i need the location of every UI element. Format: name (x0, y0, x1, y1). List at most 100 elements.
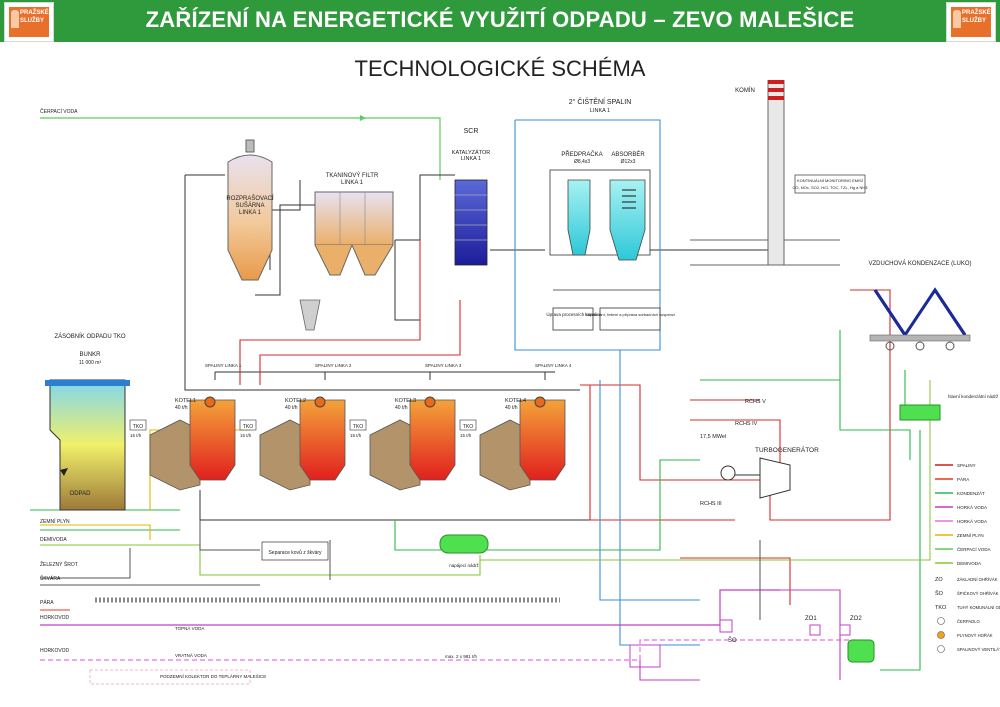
inlet-labels: ČERPACÍ VODA ZEMNÍ PLYN DEMIVODA ŽELEZNÝ… (40, 108, 478, 685)
spray-dryer: ROZPRAŠOVACÍ SUŠÁRNA LINKA 1 (226, 139, 274, 281)
process-water-label: Úprava procesních kapalin (546, 311, 600, 317)
legend-symbol: ŠO (935, 590, 944, 597)
legend-symbol-label: TUHÝ KOMUNÁLNÍ ODPAD (957, 605, 1000, 610)
feedwater-label: napájecí nádrž (449, 563, 479, 568)
inlet-natural-gas: ZEMNÍ PLYN (40, 518, 70, 525)
air-condenser: VZDUCHOVÁ KONDENZACE (LUKO) hlavní konde… (868, 260, 999, 421)
separator-label: Separace kovů z škváry (268, 549, 322, 556)
legend-symbol-label: SPALINOVÝ VENTILÁTOR (957, 647, 1000, 652)
legend-symbol: TKO (935, 605, 947, 611)
fabric-filter: TKANINOVÝ FILTR LINKA 1 (299, 172, 394, 331)
boiler-2-name: KOTEL2 (285, 398, 306, 404)
page-title: ZAŘÍZENÍ NA ENERGETICKÉ VYUŽITÍ ODPADU –… (145, 7, 855, 32)
boiler-4-flow: 40 t/h (505, 405, 518, 411)
sorbent-label: Skladování, řešení a příprava sorbačních… (585, 312, 676, 317)
boiler-4-lines: SPALINY LINKA 4 (535, 363, 572, 368)
legend-symbol-label: ZÁKLADNÍ OHŘÍVÁK (957, 577, 998, 582)
chimney: KOMÍN KONTINUÁLNÍ MONITORING EMISÍ CO, N… (735, 80, 869, 266)
legend-symbol-icon (937, 617, 945, 625)
bunker-label: BUNKR (79, 352, 101, 358)
absorber-size: Ø12x3 (621, 159, 636, 165)
legend-label: DEMIVODA (957, 561, 981, 566)
zo1-label: ZO1 (805, 616, 817, 622)
turbine-power: 17,5 MWel (700, 434, 726, 440)
boiler-3: KOTEL3 40 t/h SPALINY LINKA 3 TKO 15 t/h (349, 363, 462, 491)
legend-label: KONDENZÁT (957, 490, 985, 496)
boiler-2-tko: TKO (243, 424, 253, 430)
flow-label: max. 2 x 981 t/h (445, 654, 478, 659)
monitoring-label: KONTINUÁLNÍ MONITORING EMISÍ (797, 178, 864, 183)
bunker-volume: 11 000 m³ (79, 360, 101, 366)
boiler-3-flow: 40 t/h (395, 405, 408, 411)
boiler-1-flow: 40 t/h (175, 405, 188, 411)
legend-label: HORKÁ VODA (957, 504, 987, 510)
inlet-demi-water: DEMIVODA (40, 537, 67, 543)
turbine-label: TURBOGENERÁTOR (755, 445, 819, 454)
legend-symbol-label: ŠPIČKOVÝ OHŘÍVÁK (957, 591, 999, 596)
waste-bunker: ZÁSOBNÍK ODPADU TKO BUNKR 11 000 m³ ODPA… (45, 333, 130, 511)
bunker-title: ZÁSOBNÍK ODPADU TKO (54, 333, 125, 340)
legend-label: ČERPACÍ VODA (957, 546, 991, 552)
tunnel-label: PODZEMNÍ KOLEKTOR DO TEPLÁRNY MALEŠICE (160, 673, 266, 679)
dryer-label-1: ROZPRAŠOVACÍ (226, 195, 274, 202)
rchs3-label: RCHS III (700, 501, 722, 507)
rchs4-label: RCHS IV (735, 421, 758, 427)
boiler-1-tko: TKO (133, 424, 143, 430)
boiler-3-name: KOTEL3 (395, 398, 416, 404)
outlet-hot-water-1: HORKOVOD (40, 615, 70, 621)
condensate-tank-2 (847, 639, 875, 663)
boiler-1-name: KOTEL1 (175, 398, 196, 404)
feedwater-tank (439, 534, 489, 554)
outlet-scrap: ŽELEZNÝ ŠROT (40, 560, 78, 568)
legend-symbol-icon (937, 645, 945, 653)
boiler-4-tko-flow: 15 t/h (460, 433, 472, 438)
boiler-1: KOTEL1 40 t/h SPALINY LINKA 1 TKO 15 t/h (129, 363, 242, 491)
boiler-4: KOTEL4 40 t/h SPALINY LINKA 4 TKO 15 t/h (459, 363, 572, 491)
boiler-2-flow: 40 t/h (285, 405, 298, 411)
outlet-slag: ŠKVÁRA (40, 575, 61, 582)
outlet-steam: PÁRA (40, 599, 54, 606)
cleaning-label-1: 2° ČIŠTĚNÍ SPALIN (569, 97, 632, 106)
hot-return-label: VRATNÁ VODA (175, 652, 207, 658)
prescrubber-label: PŘEDPRAČKA (561, 150, 602, 158)
legend-symbol: ZO (935, 577, 943, 583)
separator-box (261, 541, 329, 561)
legend-label: ZEMNÍ PLYN (957, 532, 984, 538)
cleaning-label-2: LINKA 1 (590, 108, 610, 114)
chimney-label: KOMÍN (735, 87, 755, 94)
boiler-1-lines: SPALINY LINKA 1 (205, 363, 242, 368)
legend-symbol-label: ČERPADLO (957, 619, 980, 624)
boiler-2-tko-flow: 15 t/h (240, 433, 252, 438)
outlet-hot-water-2: HORKOVOD (40, 648, 70, 654)
scr-label-1: SCR (464, 128, 479, 135)
boiler-2: KOTEL2 40 t/h SPALINY LINKA 2 TKO 15 t/h (239, 363, 352, 491)
waste-label: ODPAD (70, 491, 92, 497)
legend-symbol-icon (937, 631, 945, 639)
so-label: ŠO (728, 637, 737, 644)
condenser-label: VZDUCHOVÁ KONDENZACE (LUKO) (868, 260, 971, 267)
legend-label: PÁRA (957, 476, 969, 482)
monitoring-detail: CO, NOx, SO2, HCl, TOC, TZL, Hg a NH3 (793, 185, 869, 190)
boiler-4-name: KOTEL4 (505, 398, 526, 404)
boiler-4-tko: TKO (463, 424, 473, 430)
legend-symbol-label: PLYNOVÝ HOŘÁK (957, 633, 993, 638)
boiler-3-tko: TKO (353, 424, 363, 430)
legend-label: HORKÁ VODA (957, 518, 987, 524)
absorber-label: ABSORBÉR (611, 151, 645, 158)
condensate-tank-label: hlavní kondenzátní nádrž (948, 394, 999, 399)
scr-label-3: LINKA 1 (461, 156, 481, 162)
flue-cleaning: 2° ČIŠTĚNÍ SPALIN LINKA 1 PŘEDPRAČKA Ø8,… (546, 97, 676, 331)
hot-supply-label: TOPNÁ VODA (175, 625, 204, 631)
turbogenerator: TURBOGENERÁTOR 17,5 MWel RCHS V RCHS IV … (700, 399, 819, 507)
boiler-1-tko-flow: 15 t/h (130, 433, 142, 438)
boiler-2-lines: SPALINY LINKA 2 (315, 363, 352, 368)
dryer-label-2: SUŠÁRNA (235, 202, 264, 209)
boiler-3-tko-flow: 15 t/h (350, 433, 362, 438)
filter-label-1: TKANINOVÝ FILTR (326, 172, 379, 179)
rchs5-label: RCHS V (745, 399, 766, 405)
scr-label-2: KATALYZÁTOR (452, 149, 490, 156)
zo2-label: ZO2 (850, 616, 862, 622)
dryer-label-3: LINKA 1 (239, 210, 262, 216)
legend-label: SPALINY (957, 463, 976, 468)
